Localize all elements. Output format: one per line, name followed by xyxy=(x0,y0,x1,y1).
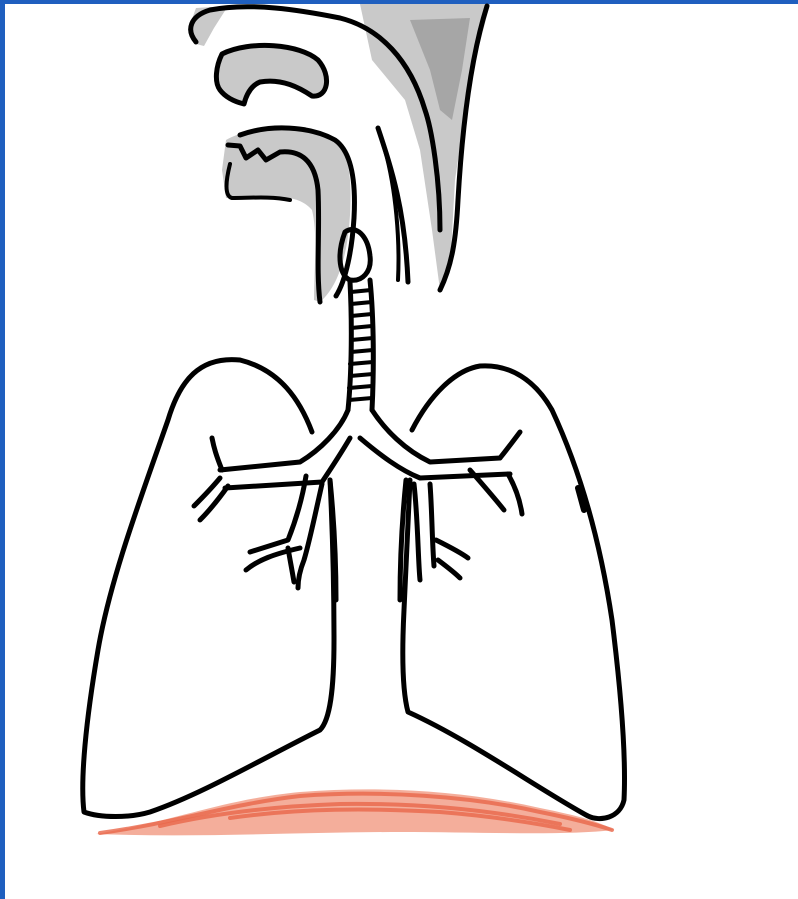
right-lung xyxy=(403,366,625,819)
right-bronchus-descending xyxy=(430,484,434,566)
trachea-ring xyxy=(350,374,373,376)
trachea-ring xyxy=(349,386,372,388)
trachea-right-wall xyxy=(370,280,373,410)
pharynx xyxy=(360,4,490,290)
trachea xyxy=(348,280,373,410)
oral-cavity xyxy=(216,45,327,104)
trachea-ring xyxy=(351,326,372,328)
left-main-bronchus xyxy=(220,410,348,470)
trachea-ring xyxy=(351,290,371,292)
right-bronchus-upper-branch xyxy=(508,474,522,514)
left-bronchus-upper-branch xyxy=(212,438,222,470)
right-bronchus-upper-branch xyxy=(500,432,520,458)
trachea-ring xyxy=(351,350,373,352)
trachea-ring xyxy=(351,302,372,304)
right-main-bronchus xyxy=(372,410,500,462)
right-bronchus-descending-inner xyxy=(414,484,420,580)
larynx xyxy=(222,128,370,302)
right-lung-outline xyxy=(403,366,625,819)
right-bronchiole xyxy=(436,540,468,558)
left-bronchus-upper-branch xyxy=(200,486,228,520)
trachea-ring xyxy=(350,362,373,364)
trachea-ring xyxy=(351,314,372,316)
trachea-ring xyxy=(349,398,372,400)
pharynx-front-wall xyxy=(378,128,408,282)
trachea-ring xyxy=(351,338,373,340)
bronchi xyxy=(194,410,522,600)
diaphragm xyxy=(96,789,614,835)
right-bronchiole xyxy=(438,560,460,578)
trachea-left-wall xyxy=(348,282,351,410)
